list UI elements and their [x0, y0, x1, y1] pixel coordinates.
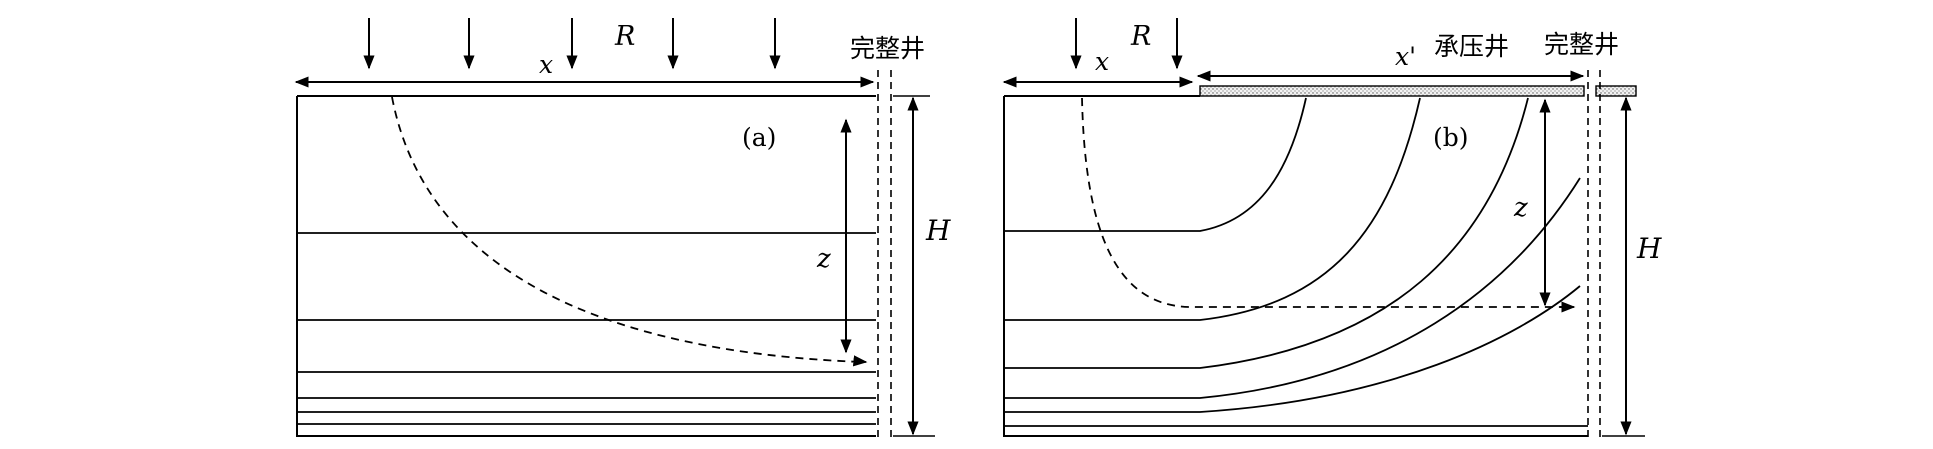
confining-layer [1199, 85, 1585, 97]
panel-b-well-label: 完整井 [1544, 30, 1619, 59]
panel-b-label-x-prime: x' [1395, 42, 1416, 71]
layer-line [1004, 97, 1421, 321]
panel-a-well-label: 完整井 [850, 34, 925, 63]
panel-a-label-z: z [816, 244, 831, 274]
recharge-arrows [1070, 18, 1183, 70]
layer-boundaries [1004, 97, 1588, 427]
panel-b-label-z: z [1513, 193, 1528, 223]
recharge-arrows [363, 18, 781, 70]
layer-line [1004, 285, 1581, 413]
panel-a-label-x: x [539, 50, 553, 79]
panel-b-label-x: x [1095, 47, 1109, 76]
streamline-arrowhead [852, 355, 868, 367]
layer-line [1004, 97, 1529, 369]
dashed-streamline [1081, 97, 1566, 308]
panel-b-label-r: R [1130, 21, 1151, 52]
confining-layer-right [1595, 85, 1637, 97]
layer-boundaries [297, 232, 876, 425]
panel-b [1002, 18, 1645, 437]
panel-b-label-h: H [1636, 232, 1662, 265]
panel-a-tag: (a) [742, 123, 776, 152]
panel-b-tag: (b) [1433, 123, 1469, 152]
panel-a-label-r: R [614, 21, 635, 52]
panel-a-label-h: H [925, 214, 951, 247]
panel-a [294, 18, 935, 437]
layer-line [1004, 177, 1581, 399]
dashed-streamline [391, 96, 863, 363]
layer-line [1004, 97, 1307, 232]
panel-b-confined-label: 承压井 [1434, 32, 1509, 61]
